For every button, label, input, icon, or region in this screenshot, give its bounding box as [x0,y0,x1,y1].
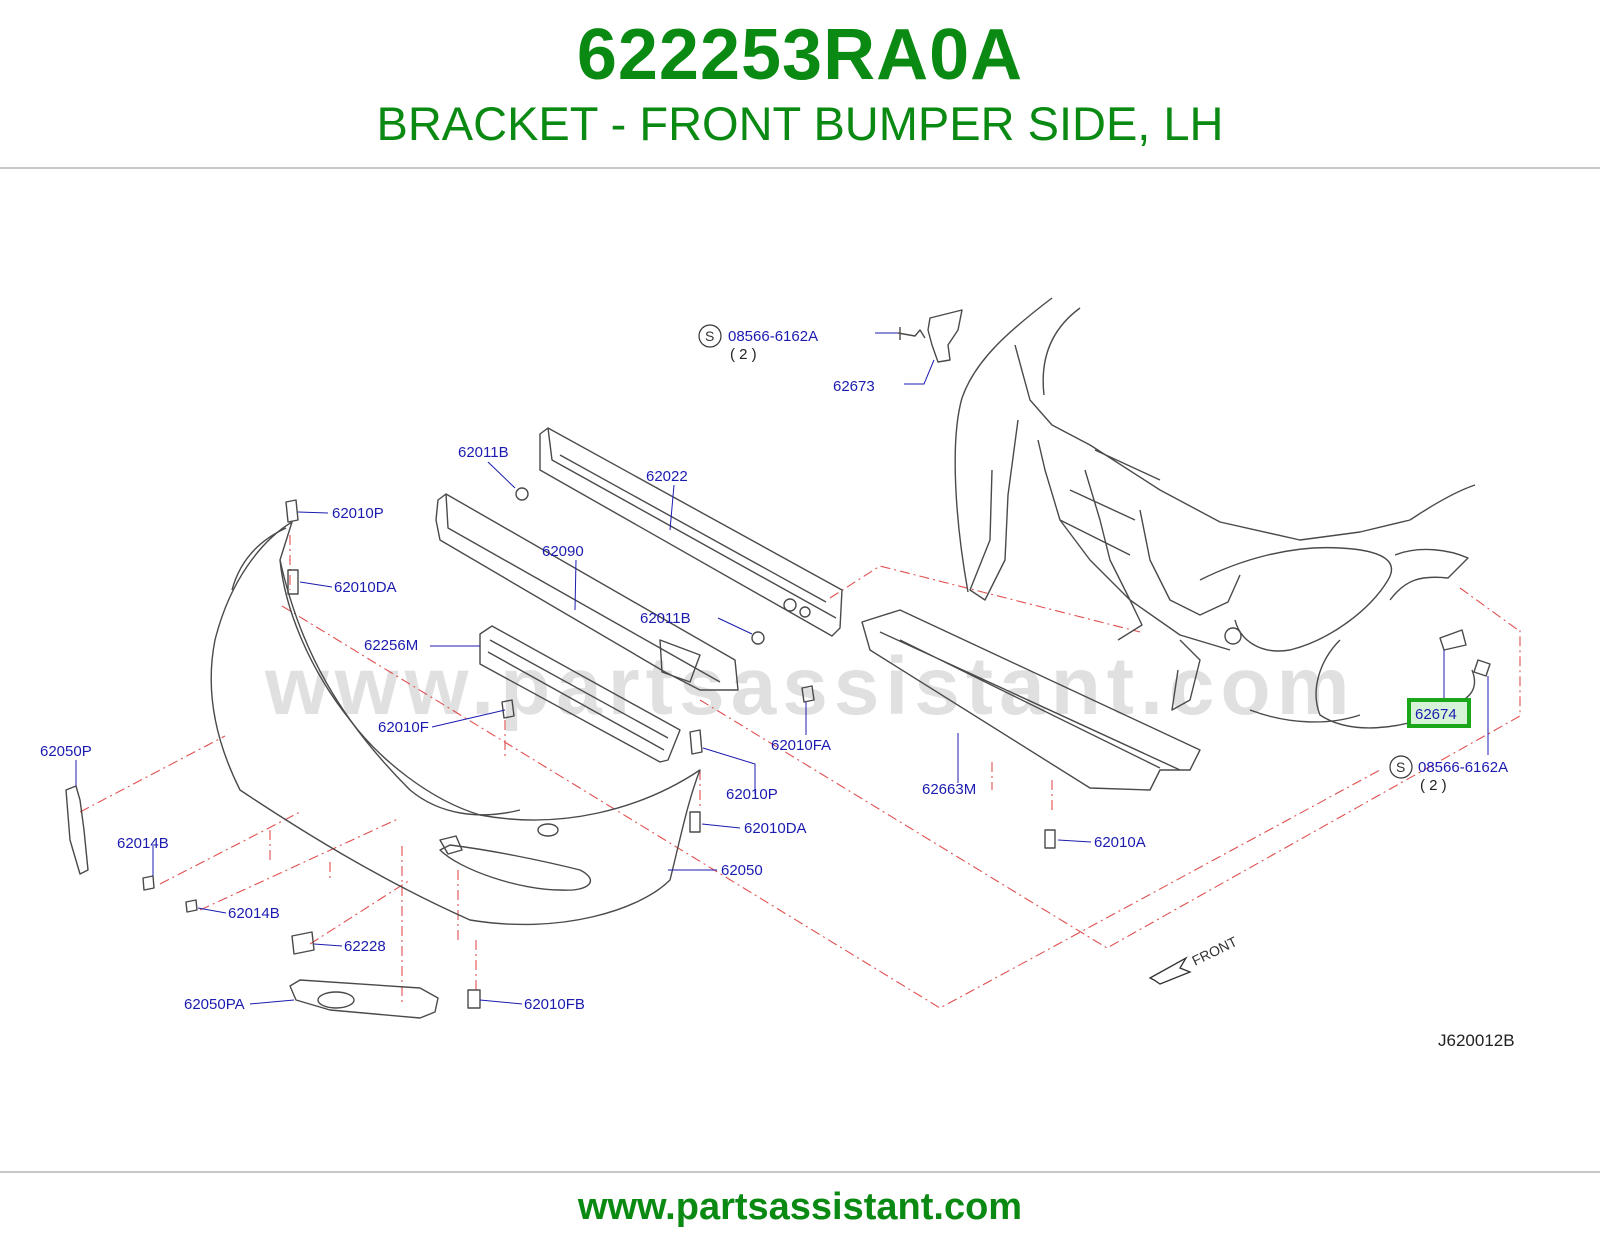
label-62011B-mid: 62011B [640,610,691,627]
front-arrow-icon [1148,956,1192,985]
label-62673: 62673 [833,378,875,395]
label-screw-top: 08566-6162A [728,328,818,345]
grille-62256M-drawing [479,625,681,763]
label-62014B-left: 62014B [117,835,169,852]
fasteners-drawing [142,487,1491,1009]
label-62010A: 62010A [1094,834,1146,851]
front-direction: FRONT [1148,933,1240,985]
label-screw-right-qty: ( 2 ) [1420,777,1447,794]
side-bracket-62050P-drawing [65,785,89,875]
page-header: 622253RA0A BRACKET - FRONT BUMPER SIDE, … [0,0,1600,168]
footer-url[interactable]: www.partsassistant.com [577,1186,1023,1228]
screw-marker-right-icon [1389,755,1413,779]
label-screw-right: 08566-6162A [1418,759,1508,776]
label-62256M: 62256M [364,637,418,654]
assembly-dash-lines [79,535,1521,1009]
header-divider [0,167,1600,169]
part-name: BRACKET - FRONT BUMPER SIDE, LH [376,97,1224,150]
label-62228: 62228 [344,938,386,955]
screw-marker-top: S [705,328,714,344]
label-62010FA: 62010FA [771,737,831,754]
bracket-62673-drawing [897,309,963,363]
label-62050PA: 62050PA [184,996,245,1013]
label-62010P-bottom: 62010P [726,786,778,803]
part-number: 622253RA0A [576,15,1024,95]
label-62014B-bottom: 62014B [228,905,280,922]
front-label: FRONT [1189,933,1240,969]
label-62050P: 62050P [40,743,92,760]
vehicle-body-structure [954,297,1476,729]
highlight-box [1407,698,1471,728]
reinforcement-62022-drawing [539,427,843,637]
part-labels: S 08566-6162A ( 2 ) 62673 62011B 62022 6… [40,324,1508,1013]
label-screw-top-qty: ( 2 ) [730,346,757,363]
label-62010DA-bottom: 62010DA [744,820,807,837]
label-62050: 62050 [721,862,763,879]
label-62663M: 62663M [922,781,976,798]
label-62010FB: 62010FB [524,996,585,1013]
label-62010P-top: 62010P [332,505,384,522]
fog-finisher-62050PA-drawing [289,979,439,1019]
bumper-fascia-62050-drawing [210,521,701,926]
label-62010F: 62010F [378,719,429,736]
label-62011B-top: 62011B [458,444,509,461]
label-62010DA-top: 62010DA [334,579,397,596]
parts-diagram: www.partsassistant.com [40,297,1521,1050]
label-62090: 62090 [542,543,584,560]
screw-marker-top-icon [698,324,722,348]
footer-divider [0,1171,1600,1173]
undercover-62663M-drawing [861,609,1201,791]
label-62674-highlight[interactable]: 62674 [1415,706,1457,723]
absorber-62090-drawing [435,493,739,691]
screw-marker-right: S [1396,759,1405,775]
leader-lines [75,332,1489,1005]
diagram-code: J620012B [1438,1031,1515,1050]
label-62022: 62022 [646,468,688,485]
